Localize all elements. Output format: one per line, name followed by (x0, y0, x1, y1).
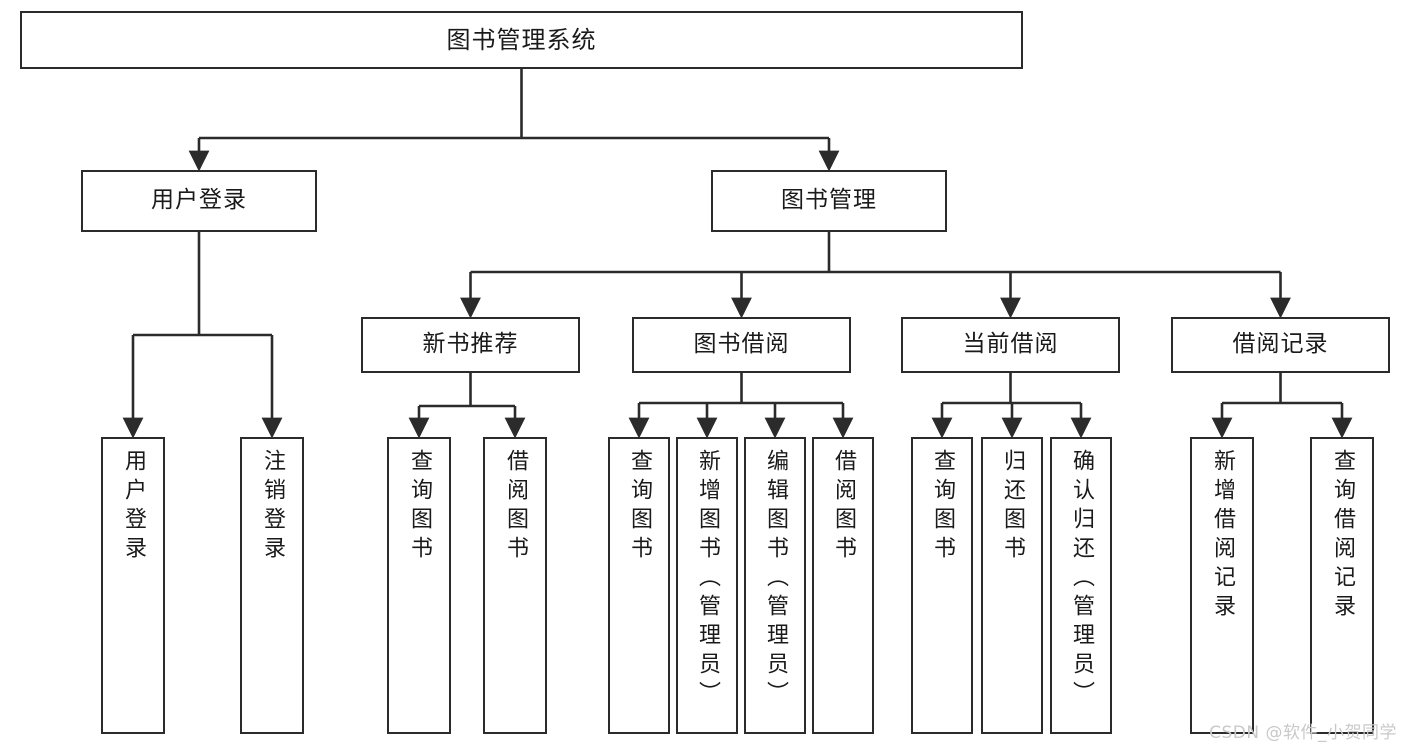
node-label: 当前借阅 (962, 331, 1059, 358)
node-label: 图书管理 (781, 187, 877, 214)
node-label: 图书管理系统 (446, 25, 597, 54)
node-book-borrowing[interactable]: 图书借阅 (632, 317, 851, 373)
leaf-node-label: 注销登录 (260, 449, 285, 565)
leaf-node-l11[interactable]: 确认归还（管理员） (1050, 437, 1112, 734)
leaf-node-label: 用户登录 (121, 449, 146, 565)
node-book-management-system[interactable]: 图书管理系统 (20, 11, 1023, 69)
leaf-node-l7[interactable]: 编辑图书（管理员） (744, 437, 806, 734)
node-user-login[interactable]: 用户登录 (81, 170, 317, 232)
leaf-node-label: 确认归还（管理员） (1069, 449, 1094, 710)
watermark: CSDN @软件_小贺同学 (1209, 723, 1397, 743)
leaf-node-label: 查询借阅记录 (1330, 449, 1355, 623)
leaf-node-label: 查询图书 (930, 449, 955, 565)
leaf-node-label: 借阅图书 (503, 449, 528, 565)
leaf-node-label: 归还图书 (1000, 449, 1025, 565)
leaf-node-l12[interactable]: 新增借阅记录 (1190, 437, 1254, 734)
leaf-node-l5[interactable]: 查询图书 (608, 437, 670, 734)
leaf-node-label: 查询图书 (627, 449, 652, 565)
leaf-node-label: 新增图书（管理员） (695, 449, 720, 710)
leaf-node-label: 借阅图书 (831, 449, 856, 565)
leaf-node-l10[interactable]: 归还图书 (981, 437, 1043, 734)
node-label: 用户登录 (151, 187, 247, 214)
leaf-node-l2[interactable]: 注销登录 (240, 437, 304, 734)
node-book-management[interactable]: 图书管理 (711, 170, 947, 232)
node-borrow-records[interactable]: 借阅记录 (1171, 317, 1390, 373)
leaf-node-l13[interactable]: 查询借阅记录 (1310, 437, 1374, 734)
node-label: 图书借阅 (693, 331, 790, 358)
leaf-node-l6[interactable]: 新增图书（管理员） (676, 437, 738, 734)
leaf-node-label: 查询图书 (407, 449, 432, 565)
leaf-node-label: 新增借阅记录 (1210, 449, 1235, 623)
leaf-node-l9[interactable]: 查询图书 (911, 437, 973, 734)
node-label: 新书推荐 (422, 331, 519, 358)
leaf-node-l4[interactable]: 借阅图书 (483, 437, 547, 734)
node-label: 借阅记录 (1232, 331, 1329, 358)
leaf-node-label: 编辑图书（管理员） (763, 449, 788, 710)
leaf-node-l3[interactable]: 查询图书 (387, 437, 451, 734)
node-current-borrowing[interactable]: 当前借阅 (901, 317, 1120, 373)
leaf-node-l1[interactable]: 用户登录 (101, 437, 165, 734)
leaf-node-l8[interactable]: 借阅图书 (812, 437, 874, 734)
node-new-book-recommendation[interactable]: 新书推荐 (361, 317, 580, 373)
